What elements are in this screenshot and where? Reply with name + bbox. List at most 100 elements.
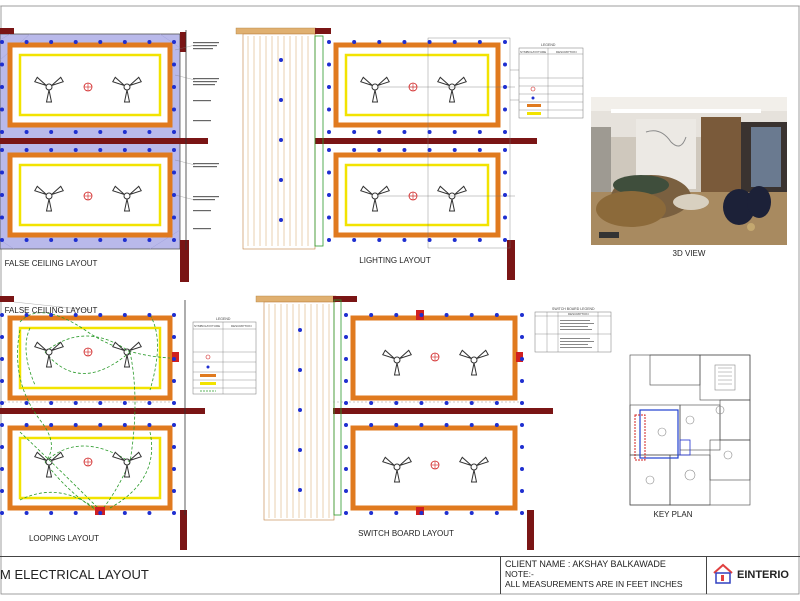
downlight-icon — [452, 148, 457, 152]
downlight-icon — [147, 423, 152, 427]
downlight-icon — [377, 148, 382, 152]
downlight-icon — [49, 148, 54, 152]
downlight-icon — [402, 148, 407, 152]
downlight-icon — [427, 130, 432, 134]
downlight-icon — [24, 130, 29, 134]
title-block — [0, 556, 800, 601]
downlight-icon — [122, 130, 127, 134]
downlight-icon — [147, 40, 152, 44]
downlight-icon — [344, 467, 348, 471]
caption-false-ceiling-overlay: FALSE CEILING LAYOUT — [4, 306, 98, 315]
downlight-icon — [24, 238, 29, 242]
sheet-title: M ELECTRICAL LAYOUT — [0, 567, 149, 582]
client-info-box — [500, 556, 707, 594]
downlight-icon — [298, 448, 302, 452]
downlight-icon — [73, 401, 78, 405]
downlight-icon — [469, 423, 474, 427]
downlights — [0, 40, 524, 515]
downlight-icon — [49, 40, 54, 44]
downlight-icon — [503, 170, 507, 175]
downlight-icon — [469, 313, 474, 317]
downlight-icon — [122, 313, 127, 317]
downlight-icon — [344, 511, 348, 515]
downlight-icon — [172, 313, 176, 317]
downlight-icon — [427, 238, 432, 242]
downlight-icon — [503, 148, 507, 152]
ceiling-fan-icon — [360, 185, 390, 212]
downlight-icon — [0, 193, 4, 197]
downlight-icon — [503, 107, 507, 112]
downlight-icon — [298, 368, 302, 372]
downlight-icon — [279, 58, 283, 62]
downlight-icon — [327, 130, 331, 134]
downlight-icon — [24, 148, 29, 152]
looping-legend-header-symbol: SYMBOL/FIXTURE — [194, 324, 221, 328]
downlight-icon — [0, 379, 4, 383]
downlight-icon — [298, 488, 302, 492]
downlight-icon — [503, 40, 507, 44]
downlight-icon — [0, 401, 4, 405]
downlight-icon — [172, 62, 176, 67]
ceiling-fan-icon — [112, 451, 142, 478]
downlight-icon — [520, 379, 524, 383]
downlight-icon — [122, 40, 127, 44]
downlight-icon — [147, 148, 152, 152]
downlight-icon — [402, 40, 407, 44]
downlight-icon — [172, 130, 176, 134]
downlight-icon — [327, 170, 331, 175]
downlight-icon — [369, 423, 374, 427]
downlight-icon — [172, 40, 176, 44]
3d-view-render — [591, 97, 787, 245]
downlight-icon — [98, 511, 103, 515]
caption-key-plan: KEY PLAN — [653, 510, 693, 519]
downlight-icon — [327, 238, 331, 242]
lighting-legend-header-description: DESCRIPTION — [556, 50, 577, 54]
looping-legend-title: LEGEND — [216, 317, 231, 321]
client-name: CLIENT NAME : AKSHAY BALKAWADE — [505, 559, 666, 569]
downlight-icon — [352, 40, 357, 44]
downlight-icon — [0, 423, 4, 427]
ceiling-fan-icon — [112, 341, 142, 368]
downlight-icon — [327, 148, 331, 152]
ceiling-fan-icon — [112, 76, 142, 103]
downlight-icon — [520, 445, 524, 449]
downlight-icon — [377, 130, 382, 134]
light-point-icon — [408, 82, 418, 92]
light-point-icon — [83, 82, 93, 92]
downlight-icon — [49, 313, 54, 317]
downlight-icon — [0, 215, 4, 220]
downlight-icon — [172, 401, 176, 405]
downlight-icon — [469, 511, 474, 515]
downlight-icon — [494, 511, 499, 515]
downlight-icon — [73, 313, 78, 317]
measurement-note: ALL MEASUREMENTS ARE IN FEET INCHES — [505, 579, 683, 589]
downlight-icon — [0, 467, 4, 471]
downlight-icon — [49, 401, 54, 405]
downlight-icon — [494, 423, 499, 427]
downlight-icon — [327, 193, 331, 197]
downlight-icon — [520, 423, 524, 427]
downlight-icon — [172, 215, 176, 220]
light-point-icon — [430, 352, 440, 362]
downlight-icon — [24, 313, 29, 317]
downlight-icon — [172, 148, 176, 152]
caption-false-ceiling: FALSE CEILING LAYOUT — [4, 259, 98, 268]
downlight-icon — [327, 85, 331, 89]
downlight-icon — [419, 423, 424, 427]
downlight-icon — [98, 401, 103, 405]
downlight-icon — [352, 130, 357, 134]
downlight-icon — [377, 40, 382, 44]
switch-board-plan — [255, 295, 553, 550]
downlight-icon — [369, 511, 374, 515]
downlight-icon — [172, 511, 176, 515]
lighting-plan — [235, 27, 540, 280]
downlight-icon — [73, 423, 78, 427]
downlight-icon — [444, 401, 449, 405]
downlight-icon — [327, 107, 331, 112]
downlight-icon — [503, 130, 507, 134]
downlight-icon — [469, 401, 474, 405]
looping-legend-graphic — [192, 321, 257, 395]
downlight-icon — [49, 130, 54, 134]
ceiling-border-top — [7, 42, 173, 128]
